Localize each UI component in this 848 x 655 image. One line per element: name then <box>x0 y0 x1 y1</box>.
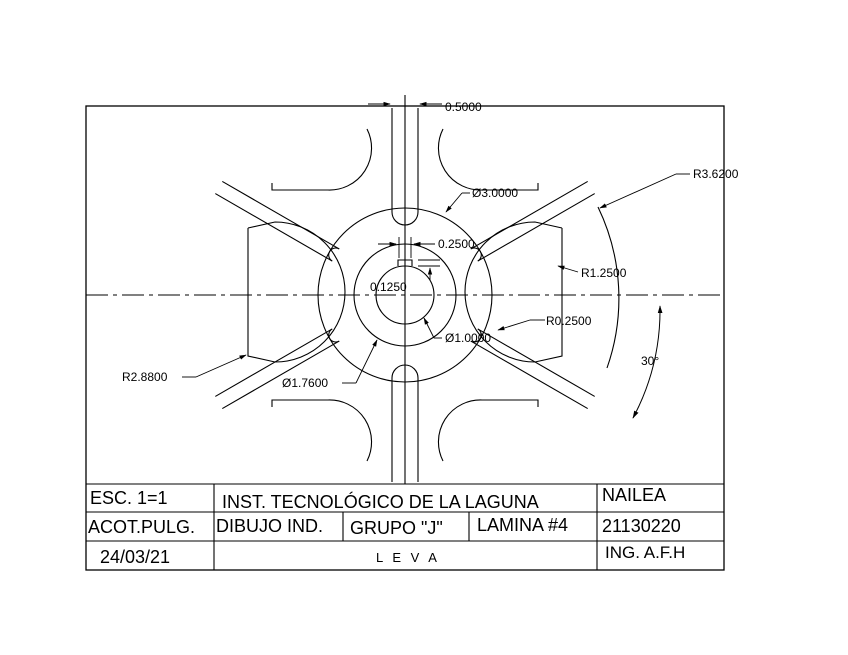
circle-diameter-1 <box>375 265 435 325</box>
slot-end-3 <box>470 328 482 343</box>
slot-end-1 <box>328 247 340 262</box>
title-scale: ESC. 1=1 <box>90 488 168 508</box>
title-subject: DIBUJO IND. <box>216 516 323 536</box>
dim-diameter-176: Ø1.7600 <box>282 376 328 390</box>
slot-end-0 <box>470 247 482 262</box>
dim-outer-radius: R3.6200 <box>693 167 739 181</box>
dim-slot-width: 0.5000 <box>445 100 482 114</box>
title-teacher: ING. A.F.H <box>605 543 685 562</box>
dim-keyway-width: 0.2500 <box>438 237 475 251</box>
title-units: ACOT.PULG. <box>88 517 195 537</box>
cam-lobes <box>247 108 563 482</box>
angle-arc <box>632 305 663 419</box>
slot-edge-3 <box>477 328 595 397</box>
dim-keyway-depth: 0.1250 <box>370 280 407 294</box>
title-group: GRUPO "J" <box>350 518 443 538</box>
keyway <box>397 259 413 266</box>
dim-angle: 30° <box>641 354 659 368</box>
title-author: NAILEA <box>602 485 666 505</box>
outer-arc <box>597 206 620 369</box>
circle-diameter-3 <box>317 207 493 383</box>
title-student-id: 21130220 <box>602 516 681 536</box>
slot-edge-2 <box>215 328 333 397</box>
dimension-leaders <box>182 101 690 384</box>
title-block <box>86 483 724 570</box>
slot-end-2 <box>328 328 340 343</box>
dim-radius-0250: R0.2500 <box>546 314 592 328</box>
slot-edge-0 <box>477 193 595 262</box>
dim-radius-1250: R1.2500 <box>581 266 627 280</box>
title-institution: INST. TECNOLÓGICO DE LA LAGUNA <box>222 491 539 512</box>
slot-edge-1 <box>222 180 340 250</box>
title-date: 24/03/21 <box>100 547 170 567</box>
radial-slots <box>215 180 595 410</box>
title-part-name: L E V A <box>376 550 440 565</box>
dim-diameter-3: Ø3.0000 <box>472 186 518 200</box>
title-sheet: LAMINA #4 <box>477 515 568 535</box>
slot-edge-2 <box>222 340 340 410</box>
slot-edge-3 <box>470 340 588 410</box>
slot-edge-1 <box>215 193 333 262</box>
dim-diameter-1: Ø1.0000 <box>445 331 491 345</box>
dim-radius-2880: R2.8800 <box>122 370 168 384</box>
circle-diameter-1-76 <box>353 243 457 347</box>
